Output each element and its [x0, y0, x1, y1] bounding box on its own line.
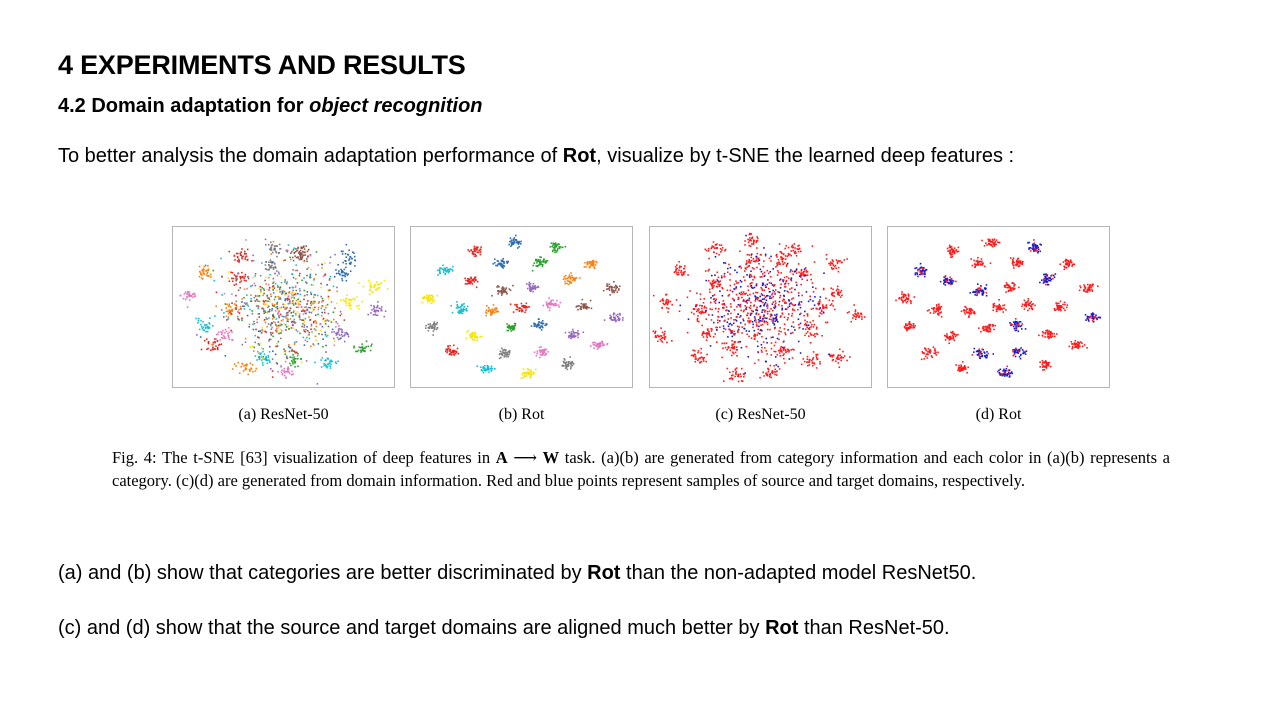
para2-before: (c) and (d) show that the source and tar…: [58, 617, 766, 639]
tsne-scatter-c: [652, 232, 866, 383]
figure-caption: Fig. 4: The t-SNE [63] visualization of …: [112, 446, 1170, 492]
subsection-heading-italic: object recognition: [309, 95, 483, 117]
tsne-scatter-b: [421, 234, 624, 379]
tsne-panel-b: [410, 226, 633, 388]
para1-after: than the non-adapted model ResNet50.: [620, 562, 977, 584]
intro-before: To better analysis the domain adaptation…: [58, 145, 563, 167]
subsection-heading-prefix: 4.2 Domain adaptation for: [58, 95, 310, 117]
scatter-points: [421, 234, 624, 379]
tsne-panel-d: [887, 226, 1110, 388]
intro-text: To better analysis the domain adaptation…: [58, 145, 1014, 168]
para1-bold: Rot: [587, 562, 621, 584]
caption-task-target: W: [542, 448, 560, 467]
section-heading: 4 EXPERIMENTS AND RESULTS: [58, 50, 466, 80]
tsne-scatter-d: [895, 238, 1102, 378]
subfigure-label-d: (d) Rot: [975, 406, 1022, 423]
tsne-panel-a: [172, 226, 395, 388]
intro-bold: Rot: [562, 145, 597, 167]
intro-after: , visualize by t-SNE the learned deep fe…: [596, 145, 1015, 167]
finding-domains: (c) and (d) show that the source and tar…: [58, 617, 950, 640]
caption-arrow: ⟶: [513, 448, 537, 467]
caption-task-source: A: [495, 448, 508, 467]
subfigure-label-a: (a) ResNet-50: [238, 406, 329, 423]
subsection-heading: 4.2 Domain adaptation for object recogni…: [58, 95, 483, 118]
caption-lead: Fig. 4: The t-SNE [63] visualization of …: [112, 448, 496, 467]
tsne-panel-c: [649, 226, 872, 388]
para2-after: than ResNet-50.: [798, 617, 950, 639]
subfigure-label-c: (c) ResNet-50: [715, 406, 806, 423]
scatter-points: [895, 238, 1102, 378]
scatter-points: [652, 232, 866, 383]
subfigure-label-b: (b) Rot: [498, 406, 545, 423]
para2-bold: Rot: [765, 617, 799, 639]
scatter-points: [179, 238, 389, 385]
para1-before: (a) and (b) show that categories are bet…: [58, 562, 588, 584]
finding-categories: (a) and (b) show that categories are bet…: [58, 562, 976, 585]
caption-rest: task. (a)(b) are generated from category…: [112, 448, 1171, 490]
tsne-scatter-a: [179, 238, 389, 385]
